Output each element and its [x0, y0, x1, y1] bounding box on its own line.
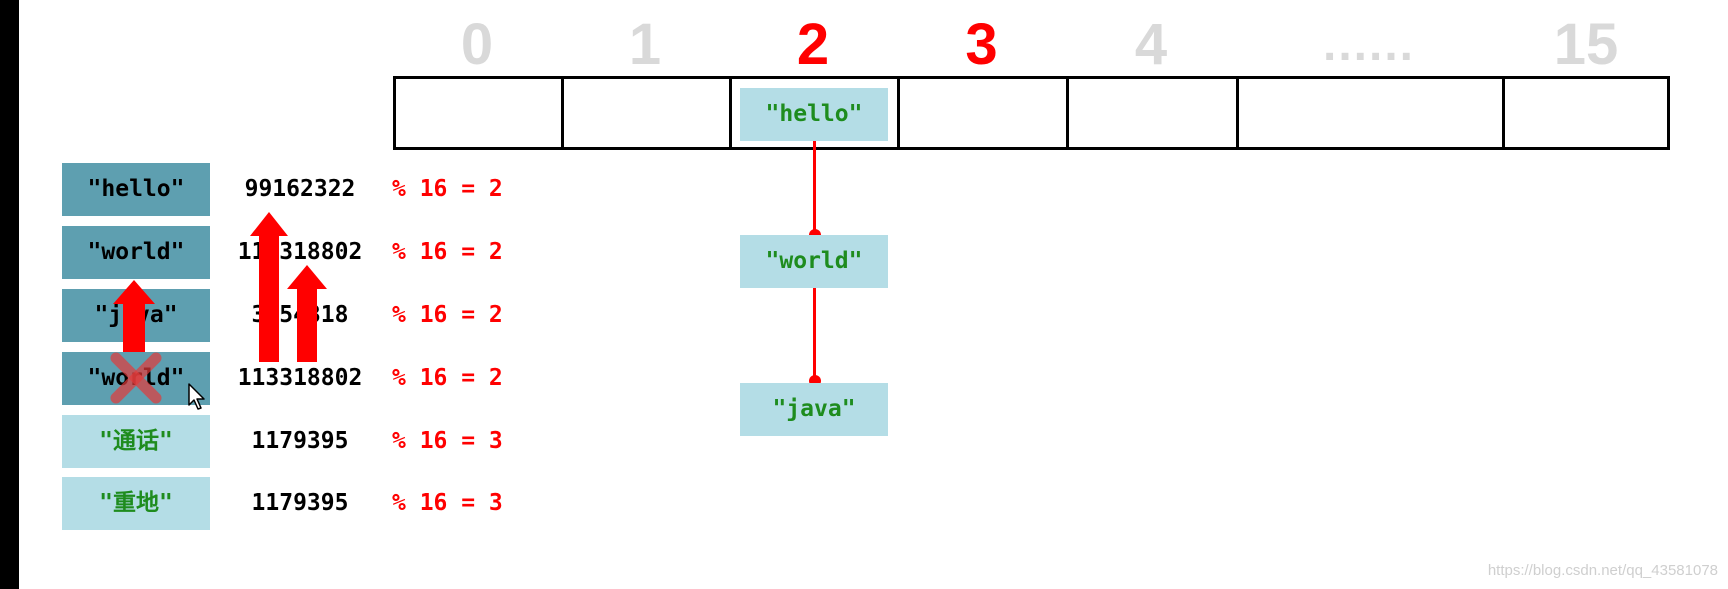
- mod-zhongdi: % 16 = 3: [392, 490, 503, 516]
- mod-tonghua: % 16 = 3: [392, 428, 503, 454]
- up-arrow-medium-head: [287, 265, 327, 289]
- up-arrow-large-head: [250, 212, 288, 236]
- chain-node-java: "java": [740, 383, 888, 436]
- hash-hello: 99162322: [244, 176, 356, 202]
- key-hello: "hello": [62, 163, 210, 216]
- mod-hello: % 16 = 2: [392, 176, 503, 202]
- bucket-cell-3: [897, 76, 1069, 150]
- watermark-url: https://blog.csdn.net/qq_43581078: [1487, 562, 1718, 579]
- chain-node-world: "world": [740, 235, 888, 288]
- mod-world-duplicate: % 16 = 2: [392, 365, 503, 391]
- bucket-cell-1: [561, 76, 732, 150]
- bucket-index-3: 3: [965, 12, 998, 77]
- bucket-cell-0: [393, 76, 564, 150]
- bucket-index-15: 15: [1553, 12, 1619, 77]
- bucket-index-ellipsis: ......: [1322, 18, 1415, 71]
- up-arrow-medium-shaft: [297, 288, 317, 362]
- bucket-cell-4: [1066, 76, 1239, 150]
- chain-node-hello: "hello": [740, 88, 888, 141]
- key-tonghua: "通话": [62, 415, 210, 468]
- bucket-index-0: 0: [460, 12, 494, 77]
- left-edge-bar: [0, 0, 19, 589]
- bucket-cell-15: [1502, 76, 1670, 150]
- mouse-cursor-icon: [188, 383, 205, 410]
- key-world: "world": [62, 226, 210, 279]
- hash-zhongdi: 1179395: [251, 490, 349, 516]
- mod-world: % 16 = 2: [392, 239, 503, 265]
- up-arrow-small-shaft: [123, 302, 145, 352]
- bucket-cell-ellipsis: [1236, 76, 1505, 150]
- up-arrow-small-head: [113, 280, 155, 304]
- bucket-index-2: 2: [796, 12, 830, 77]
- bucket-index-1: 1: [628, 12, 662, 77]
- mod-java: % 16 = 2: [392, 302, 503, 328]
- key-zhongdi: "重地": [62, 477, 210, 530]
- chain-link-world-java: [813, 288, 816, 384]
- hash-world: 113318802: [237, 239, 363, 265]
- bucket-index-4: 4: [1134, 12, 1168, 77]
- chain-link-hello-world: [813, 140, 816, 236]
- hash-world-duplicate: 113318802: [237, 365, 363, 391]
- reject-cross-icon: [110, 352, 162, 404]
- hash-tonghua: 1179395: [251, 428, 349, 454]
- up-arrow-large-shaft: [259, 232, 279, 362]
